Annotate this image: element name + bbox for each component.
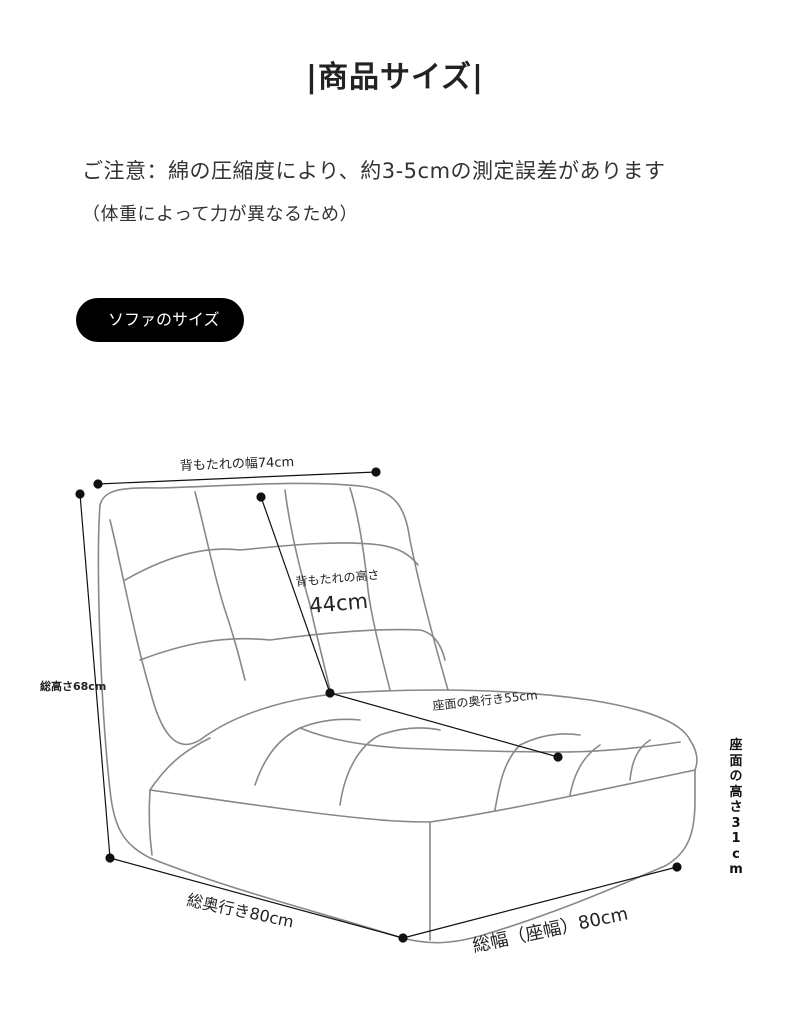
sofa-back-outline xyxy=(99,482,449,691)
backrest-height-line xyxy=(260,496,331,694)
measurement-note: ご注意：綿の圧縮度により、約3-5cmの測定誤差があります xyxy=(82,159,666,183)
backrest-width-line xyxy=(97,471,377,485)
sofa-side-outline xyxy=(97,504,666,944)
section-label-pill: ソファのサイズ xyxy=(76,298,244,342)
total-width-label: 総幅（座幅）80cm xyxy=(471,903,630,956)
backrest-height-label: 背もたれの高さ xyxy=(295,567,380,589)
backrest-height-value: 44cm xyxy=(308,589,369,618)
total-width-line xyxy=(402,866,678,939)
sofa-illustration xyxy=(97,482,698,944)
total-depth-label: 総奥行き80cm xyxy=(185,890,295,931)
backrest-width-label: 背もたれの幅74cm xyxy=(180,455,295,474)
total-depth-line xyxy=(109,857,404,939)
seat-height-label: 座面の高さ31cm xyxy=(729,738,743,877)
total-height-label: 総高さ68cm xyxy=(40,679,106,693)
total-height-line xyxy=(79,493,111,859)
page-title: |商品サイズ| xyxy=(305,60,484,95)
sofa-seat-outline xyxy=(199,689,698,771)
dimension-lines xyxy=(75,467,682,943)
measurement-note-sub: （体重によって力が異なるため） xyxy=(82,204,359,225)
seat-depth-line xyxy=(329,692,559,758)
